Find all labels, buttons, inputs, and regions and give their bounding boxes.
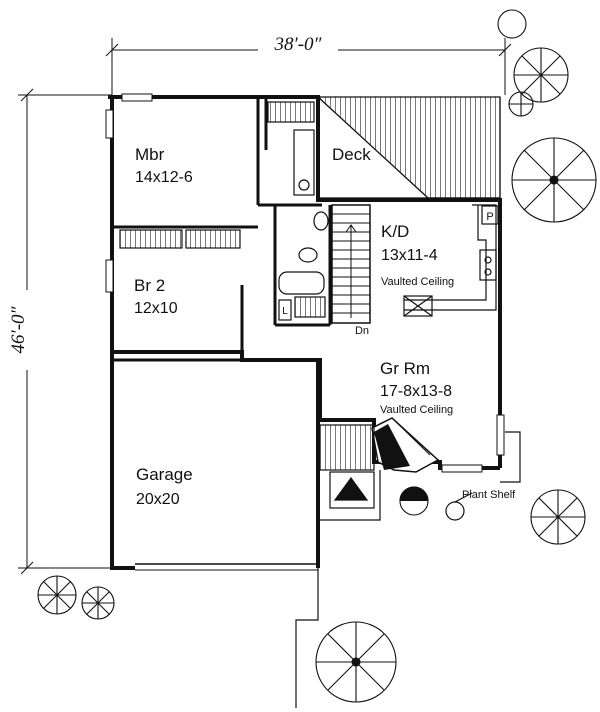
mbr-name: Mbr bbox=[135, 145, 165, 164]
stairs-down-label: Dn bbox=[355, 325, 369, 337]
deck-name: Deck bbox=[332, 145, 371, 164]
kd-note: Vaulted Ceiling bbox=[381, 276, 454, 288]
kitchen-counters bbox=[403, 204, 499, 317]
grrm-name: Gr Rm bbox=[380, 359, 430, 378]
garage-size: 20x20 bbox=[136, 491, 180, 508]
grrm-note: Vaulted Ceiling bbox=[380, 404, 453, 416]
br2-name: Br 2 bbox=[134, 276, 165, 295]
plant-shelf-label: Plant Shelf bbox=[462, 489, 516, 501]
pantry-label: P bbox=[486, 211, 493, 223]
windows bbox=[105, 93, 505, 473]
garage-name: Garage bbox=[136, 465, 193, 484]
mbr-size: 14x12-6 bbox=[135, 169, 193, 186]
tree-icon bbox=[497, 9, 527, 39]
closets bbox=[119, 101, 326, 318]
kd-size: 13x11-4 bbox=[381, 247, 438, 264]
width-dimension-label: 38′-0″ bbox=[274, 34, 323, 55]
entry-stoop bbox=[295, 424, 381, 708]
interior-walls bbox=[112, 97, 332, 362]
br2-size: 12x10 bbox=[134, 300, 178, 317]
linen-closet-label: L bbox=[282, 306, 288, 317]
kd-name: K/D bbox=[381, 222, 409, 241]
deck bbox=[316, 96, 501, 199]
plant-shelf bbox=[445, 431, 521, 521]
landscape-trees bbox=[37, 9, 597, 703]
bath-fixtures bbox=[278, 129, 329, 321]
exterior-walls bbox=[108, 95, 502, 570]
fireplace bbox=[371, 417, 440, 473]
depth-dimension-label: 46′-0″ bbox=[8, 305, 29, 353]
grrm-size: 17-8x13-8 bbox=[380, 383, 452, 400]
stairs bbox=[331, 204, 371, 324]
